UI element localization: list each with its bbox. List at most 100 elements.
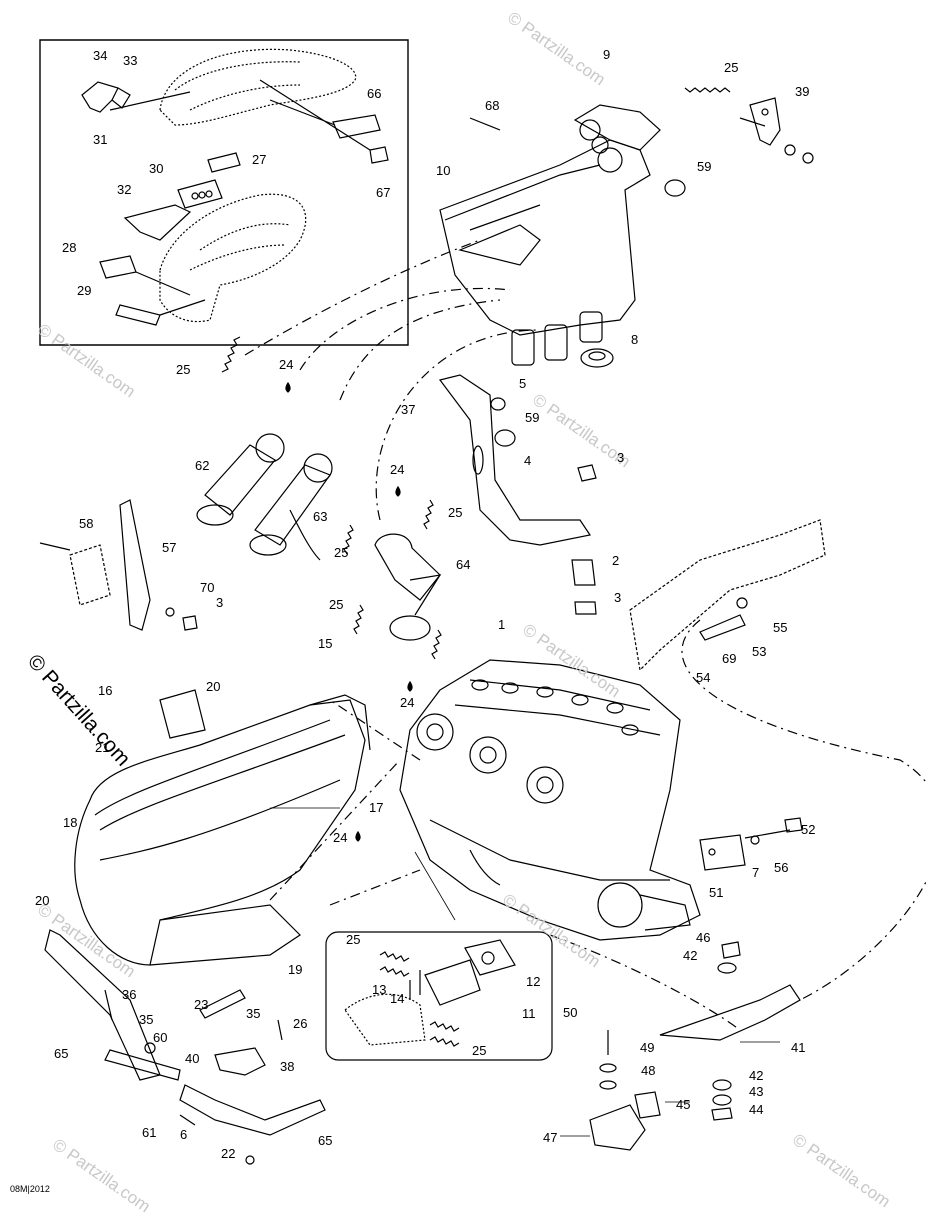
callout-label[interactable]: 49	[640, 1040, 655, 1055]
callout-label[interactable]: 16	[98, 683, 113, 698]
engine-bracket	[440, 375, 596, 614]
callout-label[interactable]: 28	[62, 240, 77, 255]
callout-label[interactable]: 24	[279, 357, 294, 372]
callout-label[interactable]: 2	[612, 553, 620, 568]
callout-label[interactable]: 47	[543, 1130, 558, 1145]
callout-label[interactable]: 19	[288, 962, 303, 977]
callout-label[interactable]: 29	[77, 283, 92, 298]
callout-label[interactable]: 50	[563, 1005, 578, 1020]
callout-label[interactable]: 1	[498, 617, 506, 632]
callout-label[interactable]: 25	[329, 597, 344, 612]
callout-label[interactable]: 32	[117, 182, 132, 197]
callout-label[interactable]: 64	[456, 557, 471, 572]
callout-label[interactable]: 24	[400, 695, 415, 710]
air-silencer	[440, 88, 813, 367]
callout-label[interactable]: 43	[749, 1084, 764, 1099]
callout-label[interactable]: 23	[194, 997, 209, 1012]
callout-label[interactable]: 70	[200, 580, 215, 595]
callout-label[interactable]: 22	[221, 1146, 236, 1161]
callout-label[interactable]: 55	[773, 620, 788, 635]
callout-label[interactable]: 17	[369, 800, 384, 815]
callout-label[interactable]: 6	[180, 1127, 188, 1142]
callout-label[interactable]: 18	[63, 815, 78, 830]
callout-label[interactable]: 7	[752, 865, 760, 880]
callout-label[interactable]: 34	[93, 48, 108, 63]
callout-label[interactable]: 35	[139, 1012, 154, 1027]
callout-label[interactable]: 44	[749, 1102, 764, 1117]
springs	[222, 337, 441, 659]
callout-label[interactable]: 3	[216, 595, 224, 610]
inset-detail-top	[40, 40, 408, 345]
callout-label[interactable]: 68	[485, 98, 500, 113]
callout-label[interactable]: 40	[185, 1051, 200, 1066]
callout-label[interactable]: 9	[603, 47, 611, 62]
callout-label[interactable]: 31	[93, 132, 108, 147]
rubber-mount	[590, 942, 800, 1150]
callout-label[interactable]: 33	[123, 53, 138, 68]
callout-label[interactable]: 37	[401, 402, 416, 417]
callout-label[interactable]: 25	[724, 60, 739, 75]
callout-label[interactable]: 36	[122, 987, 137, 1002]
callout-label[interactable]: 3	[617, 450, 625, 465]
callout-label[interactable]: 48	[641, 1063, 656, 1078]
callout-label[interactable]: 25	[176, 362, 191, 377]
callout-label[interactable]: 24	[333, 830, 348, 845]
callout-label[interactable]: 20	[35, 893, 50, 908]
callout-label[interactable]: 8	[631, 332, 639, 347]
leader-lines	[270, 808, 780, 1136]
callout-label[interactable]: 5	[519, 376, 527, 391]
callout-label[interactable]: 13	[372, 982, 387, 997]
exhaust-pipes	[197, 434, 440, 640]
callout-label[interactable]: 25	[346, 932, 361, 947]
callout-label[interactable]: 46	[696, 930, 711, 945]
callout-label[interactable]: 20	[206, 679, 221, 694]
callout-label[interactable]: 59	[697, 159, 712, 174]
callout-label[interactable]: 45	[676, 1097, 691, 1112]
callout-label[interactable]: 62	[195, 458, 210, 473]
callout-label[interactable]: 41	[791, 1040, 806, 1055]
drawing-code: 08M|2012	[10, 1184, 50, 1194]
callout-label[interactable]: 65	[54, 1046, 69, 1061]
callout-label[interactable]: 25	[448, 505, 463, 520]
callout-label[interactable]: 59	[525, 410, 540, 425]
callout-label[interactable]: 14	[390, 991, 405, 1006]
callout-label[interactable]: 56	[774, 860, 789, 875]
callout-label[interactable]: 57	[162, 540, 177, 555]
callout-label[interactable]: 25	[334, 545, 349, 560]
callout-label[interactable]: 10	[436, 163, 451, 178]
callout-label[interactable]: 53	[752, 644, 767, 659]
muffler	[45, 690, 370, 1080]
callout-label[interactable]: 69	[722, 651, 737, 666]
callout-label[interactable]: 30	[149, 161, 164, 176]
callout-label[interactable]: 25	[472, 1043, 487, 1058]
callout-label[interactable]: 51	[709, 885, 724, 900]
callout-label[interactable]: 24	[390, 462, 405, 477]
callout-label[interactable]: 12	[526, 974, 541, 989]
callout-label[interactable]: 66	[367, 86, 382, 101]
callout-label[interactable]: 52	[801, 822, 816, 837]
callout-label[interactable]: 67	[376, 185, 391, 200]
callout-label[interactable]: 15	[318, 636, 333, 651]
callout-label[interactable]: 63	[313, 509, 328, 524]
callout-label[interactable]: 3	[614, 590, 622, 605]
engine	[400, 660, 802, 940]
callout-label[interactable]: 54	[696, 670, 711, 685]
callout-label[interactable]: 42	[749, 1068, 764, 1083]
callout-label[interactable]: 11	[522, 1006, 536, 1021]
callout-label[interactable]: 61	[142, 1125, 157, 1140]
callout-label[interactable]: 39	[795, 84, 810, 99]
callout-label[interactable]: 4	[524, 453, 532, 468]
callout-label[interactable]: 26	[293, 1016, 308, 1031]
callout-label[interactable]: 35	[246, 1006, 261, 1021]
callout-label[interactable]: 21	[95, 740, 110, 755]
callout-label[interactable]: 60	[153, 1030, 168, 1045]
callout-label[interactable]: 38	[280, 1059, 295, 1074]
frame-rail	[630, 520, 825, 670]
callout-label[interactable]: 27	[252, 152, 267, 167]
callout-label[interactable]: 58	[79, 516, 94, 531]
bottom-brackets	[105, 990, 325, 1164]
callout-label[interactable]: 65	[318, 1133, 333, 1148]
callout-label[interactable]: 42	[683, 948, 698, 963]
inset-detail-bottom	[326, 932, 552, 1060]
